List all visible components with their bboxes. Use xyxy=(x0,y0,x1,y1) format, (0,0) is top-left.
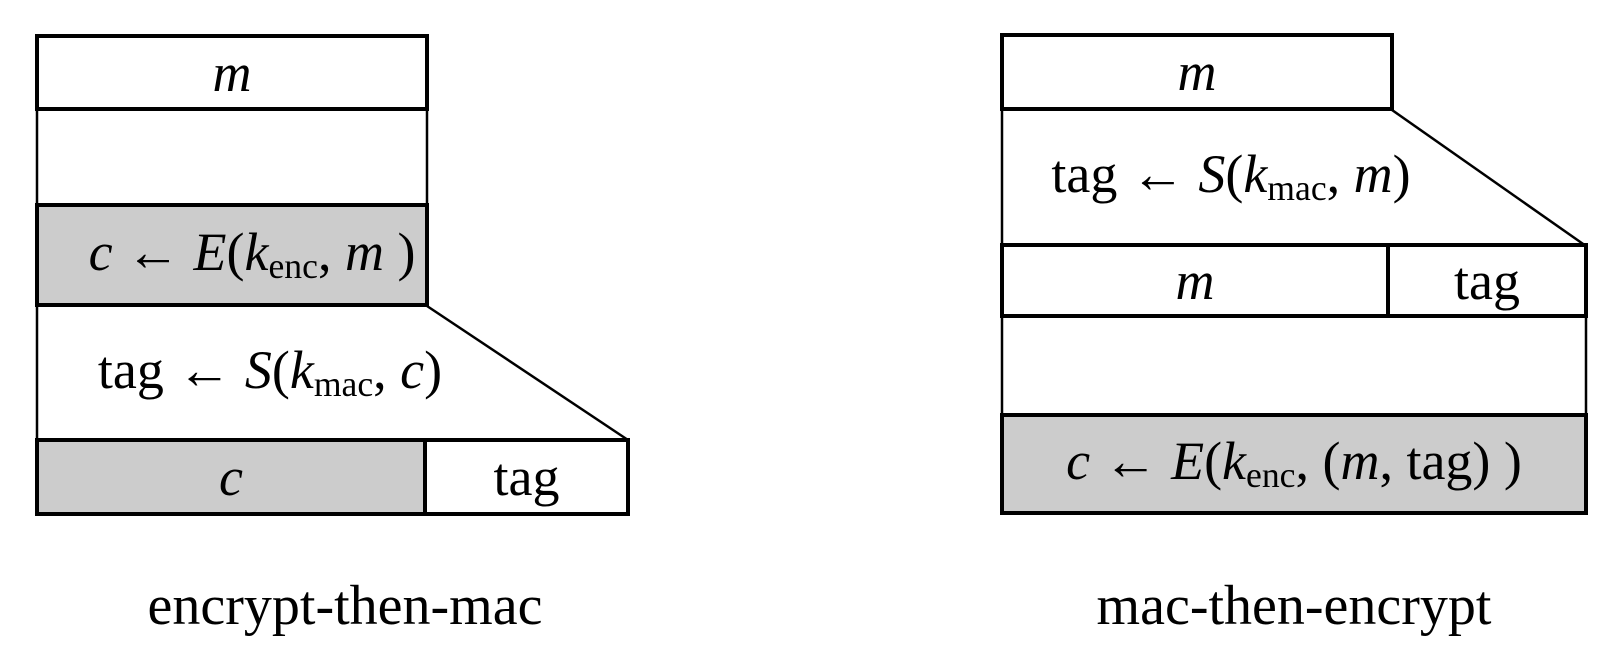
etm-output-tag-cell: tag xyxy=(427,442,626,512)
etm-output-row: c tag xyxy=(35,438,630,516)
mte-mac-step-region: tag ← S(kmac, m) xyxy=(1000,111,1462,243)
mte-payload-tag-text: tag xyxy=(1454,250,1520,311)
etm-message-text: m xyxy=(212,42,252,103)
etm-output-ciphertext-text: c xyxy=(219,447,243,507)
mte-mac-formula: tag ← S(kmac, m) xyxy=(1051,144,1411,209)
mte-payload-tag-cell: tag xyxy=(1390,247,1584,314)
mte-message-text: m xyxy=(1177,42,1217,102)
etm-diagram-label: encrypt-then-mac xyxy=(147,575,543,637)
mte-message-box: m xyxy=(1000,33,1394,111)
mte-payload-message-text: m xyxy=(1175,250,1215,311)
mte-encrypt-step-box: c ← E(kenc, (m, tag) ) xyxy=(1000,413,1588,515)
mte-diagram-label: mac-then-encrypt xyxy=(1096,575,1492,637)
mte-payload-row: m tag xyxy=(1000,243,1588,318)
etm-message-box: m xyxy=(35,34,429,111)
mte-payload-message-cell: m xyxy=(1004,247,1390,314)
etm-encrypt-step-box: c ← E(kenc, m ) xyxy=(35,203,429,307)
etm-encrypt-formula: c ← E(kenc, m ) xyxy=(88,222,416,287)
etm-output-ciphertext-cell: c xyxy=(39,442,427,512)
mte-encrypt-formula: c ← E(kenc, (m, tag) ) xyxy=(1066,431,1522,496)
etm-mac-step-region: tag ← S(kmac, c) xyxy=(35,307,505,438)
etm-mac-formula: tag ← S(kmac, c) xyxy=(97,339,443,404)
etm-output-tag-text: tag xyxy=(493,447,560,507)
